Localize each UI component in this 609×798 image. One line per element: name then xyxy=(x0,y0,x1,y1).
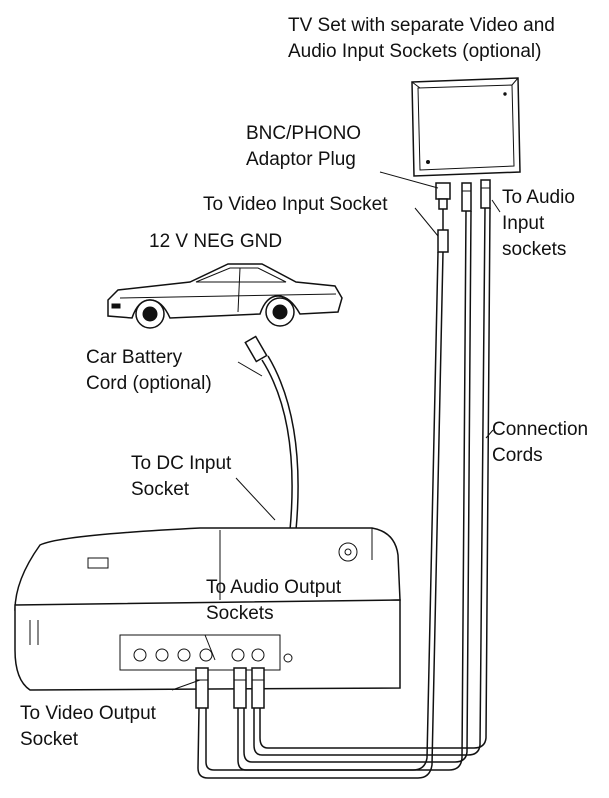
car-battery-cord xyxy=(244,335,299,531)
audio-input-leader-line xyxy=(491,199,501,213)
dc-label-line1: To DC Input xyxy=(131,453,232,474)
tv-label-line2: Audio Input Sockets (optional) xyxy=(288,41,542,62)
audio-output-label-line1: To Audio Output xyxy=(206,577,342,598)
bnc-label-line1: BNC/PHONO xyxy=(246,123,362,144)
audio-input-label-line1: To Audio xyxy=(502,187,575,208)
connection-cords xyxy=(197,207,491,779)
connection-cords-leader-line xyxy=(485,429,494,439)
rear-jacks xyxy=(133,648,293,663)
tv-label-line1: TV Set with separate Video and xyxy=(288,15,555,36)
audio-output-leader-line xyxy=(204,634,216,661)
video-output-plug xyxy=(195,667,209,709)
audio-input-label-line3: sockets xyxy=(502,239,567,260)
battery-label-line2: Cord (optional) xyxy=(86,373,212,394)
bnc-label-line2: Adaptor Plug xyxy=(246,149,356,170)
dc-leader-line xyxy=(235,477,276,521)
video-input-plug xyxy=(437,229,449,253)
battery-label-line1: Car Battery xyxy=(86,347,183,368)
video-input-leader-line xyxy=(414,207,439,237)
audio-output-label-line2: Sockets xyxy=(206,603,274,624)
video-output-leader-line xyxy=(171,679,201,691)
battery-leader-line xyxy=(237,361,263,377)
tv-set xyxy=(411,77,521,177)
portable-unit xyxy=(14,527,401,691)
bnc-leader-line xyxy=(379,171,439,189)
car xyxy=(107,263,343,329)
audio-output-plug-left xyxy=(233,667,247,709)
audio-plug-left xyxy=(461,182,472,212)
video-output-label-line1: To Video Output xyxy=(20,703,156,724)
audio-output-plug-right xyxy=(251,667,265,709)
audio-input-label-line2: Input xyxy=(502,213,545,234)
video-input-label: To Video Input Socket xyxy=(203,194,388,215)
video-output-label-line2: Socket xyxy=(20,729,79,750)
dc-label-line2: Socket xyxy=(131,479,190,500)
connection-label-line1: Connection xyxy=(492,419,589,440)
bnc-adaptor-plug xyxy=(435,182,451,230)
audio-plug-right xyxy=(480,179,491,209)
car-power-label: 12 V NEG GND xyxy=(149,231,283,252)
connection-label-line2: Cords xyxy=(492,445,543,466)
